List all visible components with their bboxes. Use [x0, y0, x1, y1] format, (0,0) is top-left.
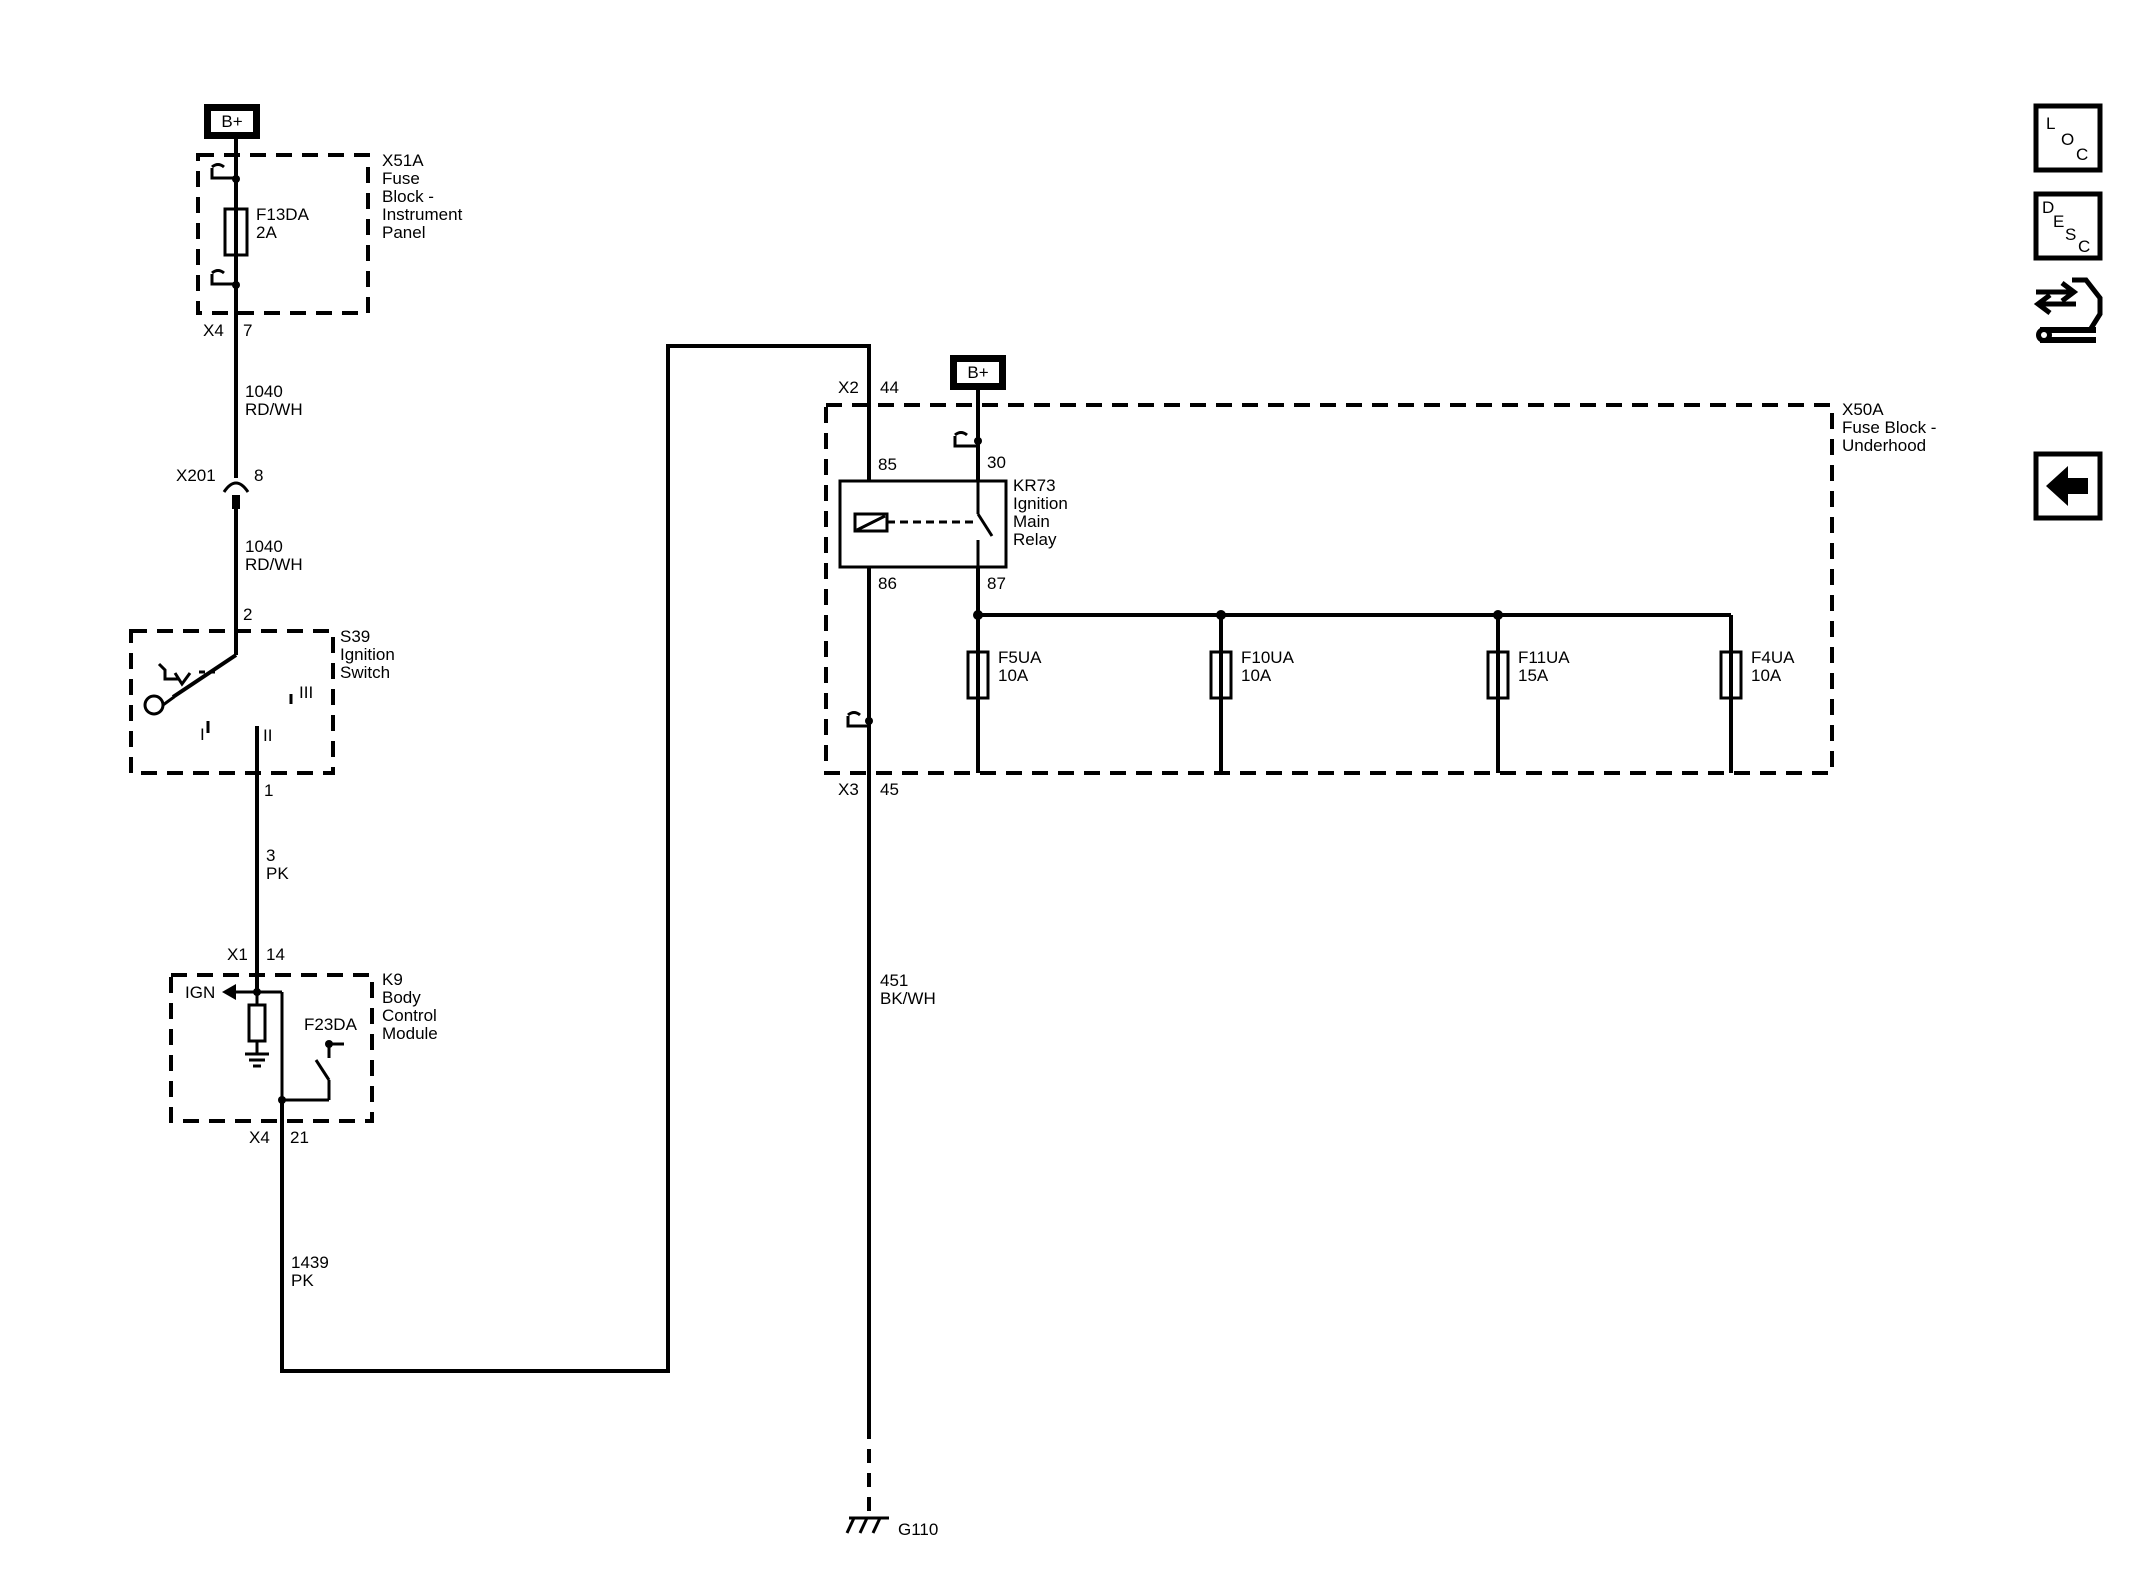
- wire-451-circuit: 451: [880, 971, 908, 990]
- back-button[interactable]: [2033, 451, 2103, 521]
- x50a-pin-bottom: 45: [880, 780, 899, 799]
- x50a-desc-1: Fuse Block -: [1842, 418, 1936, 437]
- fuse-f10ua: F10UA 10A: [1209, 615, 1295, 773]
- location-button[interactable]: L O C: [2033, 103, 2103, 173]
- x50a-desc-2: Underhood: [1842, 436, 1926, 455]
- loc-letter-o: O: [2061, 130, 2074, 149]
- desc-letter-c: C: [2078, 237, 2090, 256]
- connector-wrench-icon: [2033, 277, 2103, 343]
- f11ua-label: F11UA: [1518, 648, 1570, 667]
- wire-1439-color: PK: [291, 1271, 314, 1290]
- k9-connector-bottom: X4: [249, 1128, 270, 1147]
- k9-desc-2: Control: [382, 1006, 437, 1025]
- fuse-f11ua: F11UA 15A: [1486, 615, 1570, 773]
- kr73-pin-30: 30: [987, 453, 1006, 472]
- x51a-connector: X4: [203, 321, 224, 340]
- x51a-pin: 7: [243, 321, 252, 340]
- f23da-label: F23DA: [304, 1015, 358, 1034]
- f5ua-rating: 10A: [998, 666, 1029, 685]
- x51a-desc-3: Instrument: [382, 205, 463, 224]
- k9-name: K9: [382, 970, 403, 989]
- f5ua-label: F5UA: [998, 648, 1042, 667]
- k9-pin-top: 14: [266, 945, 285, 964]
- desc-letter-d: D: [2042, 198, 2054, 217]
- desc-letter-e: E: [2053, 212, 2064, 231]
- f10ua-label: F10UA: [1241, 648, 1295, 667]
- x51a-name: X51A: [382, 151, 424, 170]
- f4ua-label: F4UA: [1751, 648, 1795, 667]
- s39-name: S39: [340, 627, 370, 646]
- description-button[interactable]: D E S C: [2033, 191, 2103, 261]
- k9-desc-3: Module: [382, 1024, 438, 1043]
- loc-letter-c: C: [2076, 145, 2088, 164]
- x201-name: X201: [176, 466, 216, 485]
- x50a-connector-top: X2: [838, 378, 859, 397]
- location-icon: L O C: [2046, 114, 2088, 164]
- b-plus-left-label: B+: [221, 112, 242, 131]
- wire-1040-bottom-circuit: 1040: [245, 537, 283, 556]
- ground-g110: G110: [845, 1516, 938, 1539]
- b-plus-left: B+: [204, 104, 260, 139]
- s39-pin-bottom: 1: [264, 781, 273, 800]
- s39-desc-1: Ignition: [340, 645, 395, 664]
- x50a-pin-top: 44: [880, 378, 899, 397]
- s39-position-iii: III: [299, 683, 313, 702]
- x201-connector: X201 8: [176, 466, 263, 509]
- kr73-relay: 85 30 86 87 KR73 Ignition Main Relay: [838, 453, 1068, 593]
- kr73-desc-2: Main: [1013, 512, 1050, 531]
- x51a-fuse-block: F13DA 2A X51A Fuse Block - Instrument Pa…: [196, 139, 463, 340]
- back-arrow-icon: [2046, 466, 2088, 506]
- description-icon: D E S C: [2042, 198, 2090, 256]
- x50a-fuse-block: X2 44 X50A Fuse Block - Underhood X3 45: [824, 378, 1936, 799]
- wire-1040-bottom-color: RD/WH: [245, 555, 303, 574]
- connector-button[interactable]: [2033, 277, 2103, 343]
- s39-pin-top: 2: [243, 605, 252, 624]
- f13da-rating: 2A: [256, 223, 277, 242]
- f11ua-rating: 15A: [1518, 666, 1549, 685]
- desc-letter-s: S: [2065, 225, 2076, 244]
- kr73-name: KR73: [1013, 476, 1056, 495]
- k9-ign-label: IGN: [185, 983, 215, 1002]
- f13da-label: F13DA: [256, 205, 310, 224]
- fuse-f5ua: F5UA 10A: [966, 615, 1042, 773]
- wire-1040-top-color: RD/WH: [245, 400, 303, 419]
- kr73-desc-3: Relay: [1013, 530, 1057, 549]
- s39-ignition-switch: 2 I II III S39 Ignition Switch 1: [129, 605, 395, 800]
- k9-connector-top: X1: [227, 945, 248, 964]
- x201-pin: 8: [254, 466, 263, 485]
- b-plus-right-label: B+: [967, 363, 988, 382]
- loc-letter-l: L: [2046, 114, 2055, 133]
- g110-label: G110: [898, 1520, 938, 1539]
- k9-body-control-module: X1 14 IGN F23DA K9 Body Control Module X…: [169, 945, 438, 1147]
- x51a-desc-2: Block -: [382, 187, 434, 206]
- f10ua-rating: 10A: [1241, 666, 1272, 685]
- k9-pin-bottom: 21: [290, 1128, 309, 1147]
- x50a-name: X50A: [1842, 400, 1884, 419]
- kr73-desc-1: Ignition: [1013, 494, 1068, 513]
- wire-1040-top-circuit: 1040: [245, 382, 283, 401]
- x51a-desc-4: Panel: [382, 223, 425, 242]
- kr73-pin-86: 86: [878, 574, 897, 593]
- s39-position-i: I: [200, 725, 205, 744]
- x50a-connector-bottom: X3: [838, 780, 859, 799]
- s39-desc-2: Switch: [340, 663, 390, 682]
- wire-3-color: PK: [266, 864, 289, 883]
- wire-3-circuit: 3: [266, 846, 275, 865]
- k9-desc-1: Body: [382, 988, 421, 1007]
- fuse-f4ua: F4UA 10A: [1719, 615, 1795, 773]
- f4ua-rating: 10A: [1751, 666, 1782, 685]
- kr73-pin-85: 85: [878, 455, 897, 474]
- wire-451-color: BK/WH: [880, 989, 936, 1008]
- s39-position-ii: II: [263, 726, 272, 745]
- x51a-desc-1: Fuse: [382, 169, 420, 188]
- b-plus-right: B+: [950, 355, 1006, 390]
- kr73-pin-87: 87: [987, 574, 1006, 593]
- wire-1439-circuit: 1439: [291, 1253, 329, 1272]
